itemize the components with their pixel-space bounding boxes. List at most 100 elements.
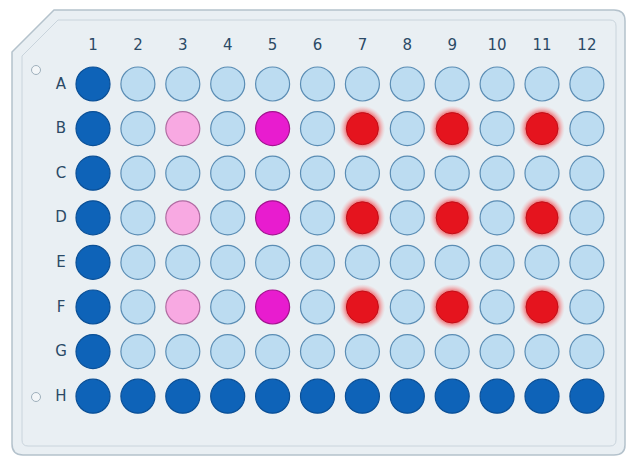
blank-well xyxy=(76,335,110,369)
blank-well xyxy=(390,379,424,413)
empty-well xyxy=(525,156,559,190)
empty-well xyxy=(480,112,514,146)
empty-well xyxy=(435,245,469,279)
blank-well xyxy=(345,379,379,413)
empty-well xyxy=(345,156,379,190)
blank-well xyxy=(211,379,245,413)
red-well xyxy=(526,291,558,323)
row-letter: H xyxy=(55,389,66,404)
empty-well xyxy=(570,156,604,190)
empty-well xyxy=(480,290,514,324)
red-well xyxy=(526,202,558,234)
empty-well xyxy=(121,156,155,190)
corner-mark xyxy=(32,393,41,402)
blank-well xyxy=(570,379,604,413)
row-letter: F xyxy=(57,300,66,315)
plate-body xyxy=(12,10,625,455)
column-number: 1 xyxy=(88,38,98,53)
empty-well xyxy=(121,67,155,101)
empty-well xyxy=(121,112,155,146)
row-letter: G xyxy=(55,344,67,359)
red-well xyxy=(346,113,378,145)
empty-well xyxy=(211,201,245,235)
column-number: 11 xyxy=(532,38,551,53)
blank-well xyxy=(525,379,559,413)
empty-well xyxy=(480,201,514,235)
empty-well xyxy=(390,335,424,369)
empty-well xyxy=(345,335,379,369)
well-glow xyxy=(339,195,385,241)
blank-well xyxy=(76,156,110,190)
empty-well xyxy=(345,67,379,101)
empty-well xyxy=(480,335,514,369)
column-number: 3 xyxy=(178,38,188,53)
empty-well xyxy=(301,245,335,279)
blank-well xyxy=(121,379,155,413)
row-letter: D xyxy=(55,210,67,225)
red-well xyxy=(346,291,378,323)
well-glow xyxy=(519,284,565,330)
pink-well xyxy=(166,112,200,146)
empty-well xyxy=(121,290,155,324)
blank-well xyxy=(76,67,110,101)
plate-rim xyxy=(22,20,616,446)
empty-well xyxy=(166,335,200,369)
empty-well xyxy=(480,245,514,279)
empty-well xyxy=(301,335,335,369)
empty-well xyxy=(301,290,335,324)
column-number: 2 xyxy=(133,38,143,53)
empty-well xyxy=(211,290,245,324)
red-well xyxy=(346,202,378,234)
empty-well xyxy=(480,67,514,101)
well-glow xyxy=(519,195,565,241)
empty-well xyxy=(570,201,604,235)
blank-well xyxy=(301,379,335,413)
pink-well xyxy=(166,201,200,235)
empty-well xyxy=(390,67,424,101)
empty-well xyxy=(166,245,200,279)
empty-well xyxy=(390,112,424,146)
empty-well xyxy=(390,201,424,235)
empty-well xyxy=(166,156,200,190)
empty-well xyxy=(480,156,514,190)
well-glow xyxy=(429,195,475,241)
well-glow xyxy=(339,284,385,330)
empty-well xyxy=(390,156,424,190)
row-letter: C xyxy=(56,166,66,181)
empty-well xyxy=(301,201,335,235)
empty-well xyxy=(301,112,335,146)
empty-well xyxy=(435,156,469,190)
pink-well xyxy=(166,290,200,324)
empty-well xyxy=(121,245,155,279)
blank-well xyxy=(76,379,110,413)
blank-well xyxy=(480,379,514,413)
column-number: 6 xyxy=(313,38,323,53)
empty-well xyxy=(570,335,604,369)
column-number: 10 xyxy=(488,38,507,53)
red-well xyxy=(436,202,468,234)
blank-well xyxy=(76,112,110,146)
empty-well xyxy=(390,245,424,279)
corner-mark xyxy=(32,66,41,75)
empty-well xyxy=(256,245,290,279)
red-well xyxy=(436,291,468,323)
well-glow xyxy=(519,106,565,152)
empty-well xyxy=(211,112,245,146)
empty-well xyxy=(121,335,155,369)
empty-well xyxy=(211,67,245,101)
blank-well xyxy=(76,245,110,279)
empty-well xyxy=(570,290,604,324)
empty-well xyxy=(435,335,469,369)
empty-well xyxy=(570,67,604,101)
empty-well xyxy=(256,335,290,369)
column-number: 4 xyxy=(223,38,233,53)
blank-well xyxy=(435,379,469,413)
empty-well xyxy=(570,245,604,279)
empty-well xyxy=(211,335,245,369)
row-letter: B xyxy=(56,121,66,136)
empty-well xyxy=(256,156,290,190)
empty-well xyxy=(166,67,200,101)
well-glow xyxy=(429,106,475,152)
